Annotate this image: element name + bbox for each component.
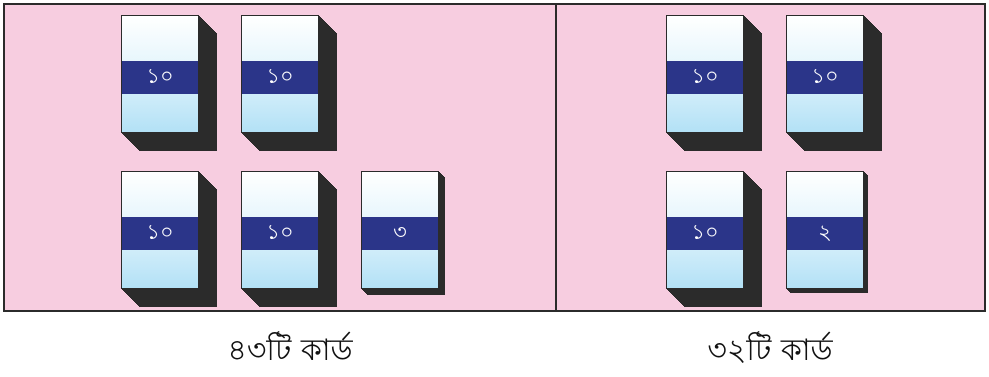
bundle-count-label: ১০ [667, 61, 743, 94]
card-bundle-right-2: ১০ [786, 15, 882, 151]
card-bundle-right-4: ২ [786, 171, 882, 307]
right-card-count-caption: ৩২টি কার্ড [620, 326, 920, 377]
card-bundle-left-2: ১০ [241, 15, 337, 151]
bundle-count-label: ১০ [242, 217, 318, 250]
card-front: ৩ [361, 171, 439, 289]
card-front: ১০ [786, 15, 864, 133]
bundle-count-label: ১০ [242, 61, 318, 94]
card-front: ১০ [666, 171, 744, 289]
right-card-group-panel: ১০ ১০ ১০ ২ [555, 3, 986, 312]
bundle-count-label: ৩ [362, 217, 438, 250]
card-front: ২ [786, 171, 864, 289]
card-bundle-left-4: ১০ [241, 171, 337, 307]
card-bundle-left-5: ৩ [361, 171, 457, 307]
card-bundle-left-3: ১০ [121, 171, 217, 307]
bundle-count-label: ১০ [122, 217, 198, 250]
bundle-count-label: ২ [787, 217, 863, 250]
left-card-count-caption: ৪৩টি কার্ড [140, 326, 440, 377]
bundle-count-label: ১০ [122, 61, 198, 94]
card-front: ১০ [121, 15, 199, 133]
card-bundle-right-1: ১০ [666, 15, 762, 151]
bundle-count-label: ১০ [787, 61, 863, 94]
card-front: ১০ [241, 171, 319, 289]
bundle-count-label: ১০ [667, 217, 743, 250]
card-front: ১০ [121, 171, 199, 289]
card-front: ১০ [241, 15, 319, 133]
left-card-group-panel: ১০ ১০ ১০ ১০ ৩ [3, 3, 557, 312]
card-bundle-left-1: ১০ [121, 15, 217, 151]
card-front: ১০ [666, 15, 744, 133]
card-bundle-right-3: ১০ [666, 171, 762, 307]
